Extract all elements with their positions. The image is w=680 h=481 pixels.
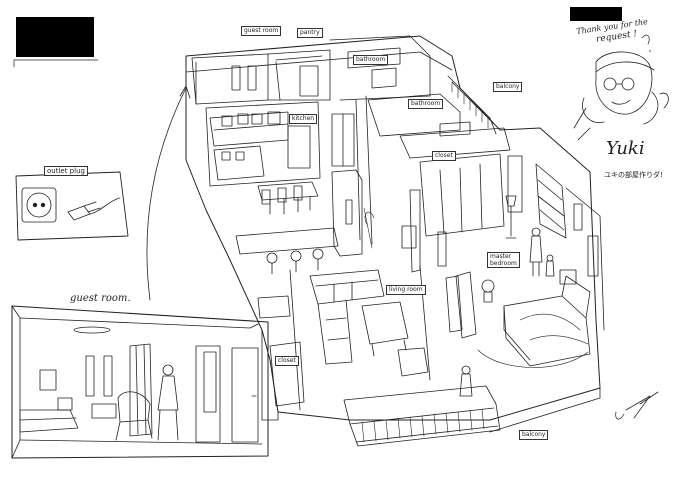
- guest-room-inset: [11, 305, 269, 459]
- balcony-top-rail: [447, 75, 497, 135]
- corner-arrow-mark: [625, 391, 659, 419]
- apartment-isometric: [185, 35, 605, 447]
- callout-outlet-plug: outlet plug: [44, 166, 88, 176]
- label-pantry: pantry: [297, 28, 323, 38]
- connector-arc: [146, 87, 187, 301]
- callout-guest-room-inset: guest room.: [70, 293, 131, 304]
- label-master-bedroom: master bedroom: [487, 252, 520, 268]
- label-master-bedroom-line1: master: [490, 253, 512, 260]
- redacted-block-left: [16, 17, 94, 57]
- label-balcony-top: balcony: [493, 82, 523, 92]
- outlet-plug-inset: [15, 168, 129, 241]
- arc-arrowhead: [179, 85, 191, 99]
- label-living-room: living room: [386, 285, 426, 295]
- label-bathroom-top: bathroom: [353, 55, 389, 65]
- label-guest-room: guest room: [241, 26, 282, 36]
- character-sketch: [573, 34, 669, 141]
- label-bathroom-mid: bathroom: [408, 99, 444, 109]
- signature-name: Yuki: [606, 138, 645, 159]
- redacted-block-right: [570, 7, 622, 21]
- label-kitchen: kitchen: [289, 114, 318, 124]
- label-balcony-bottom: balcony: [519, 430, 549, 440]
- label-closet-right: closet: [432, 151, 456, 161]
- underline-scribble: [13, 59, 99, 68]
- label-closet-left: closet: [275, 356, 299, 366]
- corner-scribble: [615, 411, 625, 420]
- signature-japanese: ユキの部屋作りダ!: [604, 171, 663, 179]
- label-master-bedroom-line2: bedroom: [490, 260, 517, 267]
